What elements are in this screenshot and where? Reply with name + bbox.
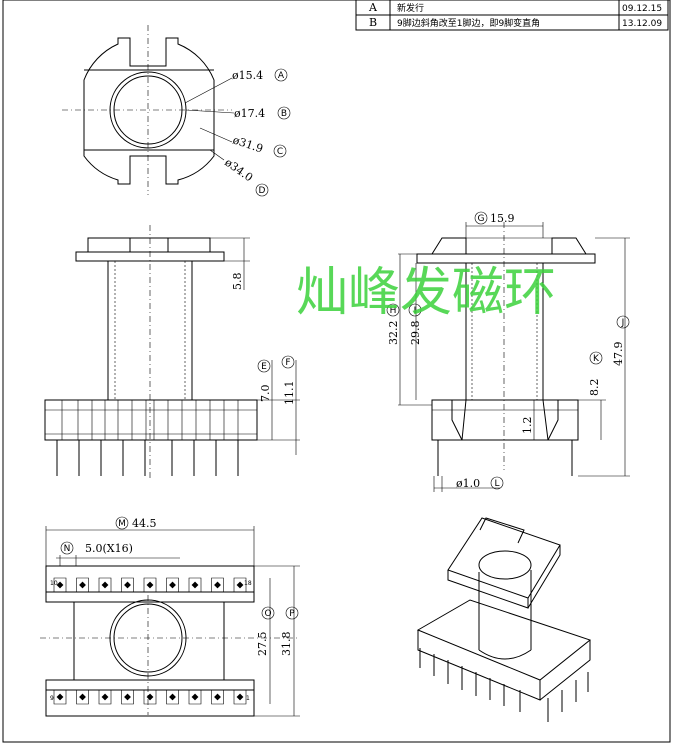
pin-slot bbox=[143, 577, 157, 592]
rev-b-desc: 9脚边斜角改至1脚边，即9脚变直角 bbox=[397, 17, 540, 29]
side-view: G 15.9 H 32.2 I 29.8 J 47.9 K 8.2 1.2 ø1… bbox=[386, 211, 630, 492]
dim-top-c-value: ø31.9 bbox=[231, 133, 265, 155]
dim-top-a-mark: A bbox=[278, 71, 285, 81]
dim-side-h-value: 32.2 bbox=[387, 321, 400, 346]
dim-top-d-mark: D bbox=[259, 186, 266, 196]
pin-marker bbox=[101, 581, 109, 589]
pin-slot bbox=[188, 690, 202, 705]
pin-marker bbox=[236, 693, 244, 701]
pin-slot bbox=[121, 690, 134, 705]
pin-marker bbox=[146, 581, 154, 589]
pin-marker bbox=[214, 693, 221, 701]
dim-side-thk-value: 1.2 bbox=[521, 417, 534, 435]
pin-slot bbox=[166, 577, 179, 592]
dim-bottom-m-value: 44.5 bbox=[132, 517, 157, 530]
dim-side-h-mark: H bbox=[390, 306, 397, 316]
dim-side-i-mark: I bbox=[414, 306, 417, 316]
dim-bottom-n-mark: N bbox=[64, 544, 71, 554]
pin-slot bbox=[53, 577, 67, 592]
pin-label-bottom-right: 1 bbox=[246, 695, 250, 702]
pin-marker bbox=[146, 693, 154, 701]
pin-slot bbox=[211, 577, 224, 592]
watermark-text: 灿峰发磁环 bbox=[296, 263, 556, 323]
revision-table: A 新发行 09.12.15 B 9脚边斜角改至1脚边，即9脚变直角 13.12… bbox=[355, 0, 669, 31]
dim-front-height-value: 5.8 bbox=[231, 273, 244, 291]
dim-top-a-value: ø15.4 bbox=[232, 69, 263, 82]
pin-marker bbox=[101, 693, 109, 701]
dim-top-c-mark: C bbox=[277, 147, 283, 157]
dim-top-d-value: ø34.0 bbox=[222, 156, 255, 185]
dim-side-g-value: 15.9 bbox=[490, 212, 515, 225]
dim-bottom-p-mark: P bbox=[289, 609, 295, 619]
pin-marker bbox=[79, 581, 86, 589]
dim-bottom-m-mark: M bbox=[118, 519, 126, 529]
dim-side-j-value: 47.9 bbox=[612, 342, 625, 367]
rev-a-desc: 新发行 bbox=[397, 2, 424, 14]
dim-bottom-n-value: 5.0(X16) bbox=[85, 542, 133, 555]
pin-marker bbox=[124, 581, 131, 589]
pin-slot bbox=[233, 577, 247, 592]
pin-marker bbox=[236, 581, 244, 589]
dim-front-e-mark: E bbox=[261, 362, 267, 372]
pin-marker bbox=[191, 581, 199, 589]
pin-slot bbox=[121, 577, 134, 592]
front-view: 5.8 7.0 E 11.1 F bbox=[44, 225, 300, 480]
pin-marker bbox=[79, 693, 86, 701]
top-view: ø15.4 A ø17.4 B ø31.9 C ø34.0 D bbox=[62, 25, 291, 197]
dim-bottom-p-value: 31.8 bbox=[280, 632, 293, 657]
rev-a-code: A bbox=[368, 1, 378, 14]
pin-marker bbox=[169, 693, 176, 701]
pin-slot bbox=[166, 690, 179, 705]
rev-b-code: B bbox=[369, 16, 377, 29]
pin-marker bbox=[214, 581, 221, 589]
dim-bottom-o-mark: O bbox=[264, 609, 271, 619]
dim-front-f-mark: F bbox=[285, 358, 290, 368]
dim-top-b-mark: B bbox=[281, 109, 287, 119]
pin-marker bbox=[124, 693, 131, 701]
pin-slot bbox=[211, 690, 224, 705]
dim-side-g-mark: G bbox=[478, 214, 485, 224]
dim-side-l-value: ø1.0 bbox=[456, 477, 480, 490]
bottom-view: 10 18 9 1 M 44.5 N 5.0(X16) O 27.5 P 31.… bbox=[40, 516, 300, 717]
pin-slot bbox=[233, 690, 247, 705]
pin-label-bottom-left: 9 bbox=[50, 695, 54, 702]
pin-marker bbox=[56, 693, 64, 701]
dim-front-e-value: 7.0 bbox=[259, 385, 272, 403]
isometric-view bbox=[416, 517, 592, 722]
pin-slot bbox=[76, 690, 89, 705]
dim-side-k-mark: K bbox=[593, 354, 600, 364]
dim-side-k-value: 8.2 bbox=[588, 379, 601, 397]
dim-side-i-value: 29.8 bbox=[409, 321, 422, 346]
dim-top-b-value: ø17.4 bbox=[234, 107, 265, 120]
pin-slot bbox=[98, 577, 112, 592]
pin-label-top-left: 10 bbox=[50, 580, 58, 587]
pin-marker bbox=[169, 581, 176, 589]
dim-side-l-mark: L bbox=[494, 479, 499, 489]
pin-slot bbox=[53, 690, 67, 705]
pin-slot bbox=[76, 577, 89, 592]
pin-marker bbox=[56, 581, 64, 589]
dim-side-j-mark: J bbox=[621, 318, 625, 328]
pin-slot bbox=[188, 577, 202, 592]
pin-marker bbox=[191, 693, 199, 701]
dim-bottom-o-value: 27.5 bbox=[256, 632, 269, 657]
rev-a-date: 09.12.15 bbox=[622, 4, 662, 14]
rev-b-date: 13.12.09 bbox=[622, 19, 662, 29]
pin-label-top-right: 18 bbox=[244, 580, 252, 587]
pin-slot bbox=[143, 690, 157, 705]
pin-slot bbox=[98, 690, 112, 705]
dim-front-f-value: 11.1 bbox=[283, 381, 296, 406]
